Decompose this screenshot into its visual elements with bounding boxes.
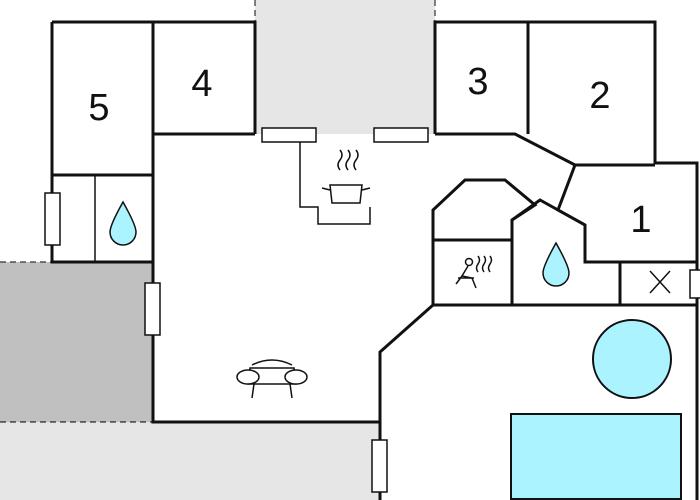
terrace-bottom	[0, 422, 380, 500]
window-bottom	[371, 439, 388, 493]
wall-room-1	[556, 164, 697, 264]
water-drop-icon	[109, 200, 137, 246]
terrace-top	[255, 0, 435, 134]
swimming-pool-icon	[510, 413, 682, 500]
window-left-upper	[44, 192, 61, 246]
technical-room-x-icon	[649, 270, 671, 294]
room-label-5: 5	[88, 87, 109, 129]
wall-rooms-3-2	[435, 22, 655, 167]
sauna-icon	[455, 255, 493, 289]
room-label-4: 4	[191, 63, 212, 105]
kitchen-counter	[299, 142, 371, 225]
window-right	[689, 269, 700, 299]
wall-sauna-block	[431, 178, 697, 307]
outdoor-areas	[0, 0, 436, 500]
water-drop-icon-sauna	[542, 241, 570, 287]
sofa-icon	[236, 359, 308, 399]
hot-tub-icon	[592, 319, 672, 399]
outer-wall	[50, 20, 699, 500]
terrace-left	[0, 262, 153, 422]
window-left-lower	[144, 282, 161, 336]
room-label-3: 3	[467, 61, 488, 103]
room-label-1: 1	[630, 199, 651, 241]
window-top-right	[373, 127, 429, 143]
cooking-pot-icon	[321, 149, 371, 204]
windows	[44, 127, 700, 493]
wall-rooms-5-4	[52, 22, 255, 262]
walls	[50, 20, 699, 500]
room-labels: 5 4 3 2 1	[88, 61, 651, 241]
wall-pool-hall	[378, 303, 434, 422]
window-top-left	[261, 127, 317, 143]
kitchen	[299, 142, 371, 225]
room-label-2: 2	[589, 75, 610, 117]
